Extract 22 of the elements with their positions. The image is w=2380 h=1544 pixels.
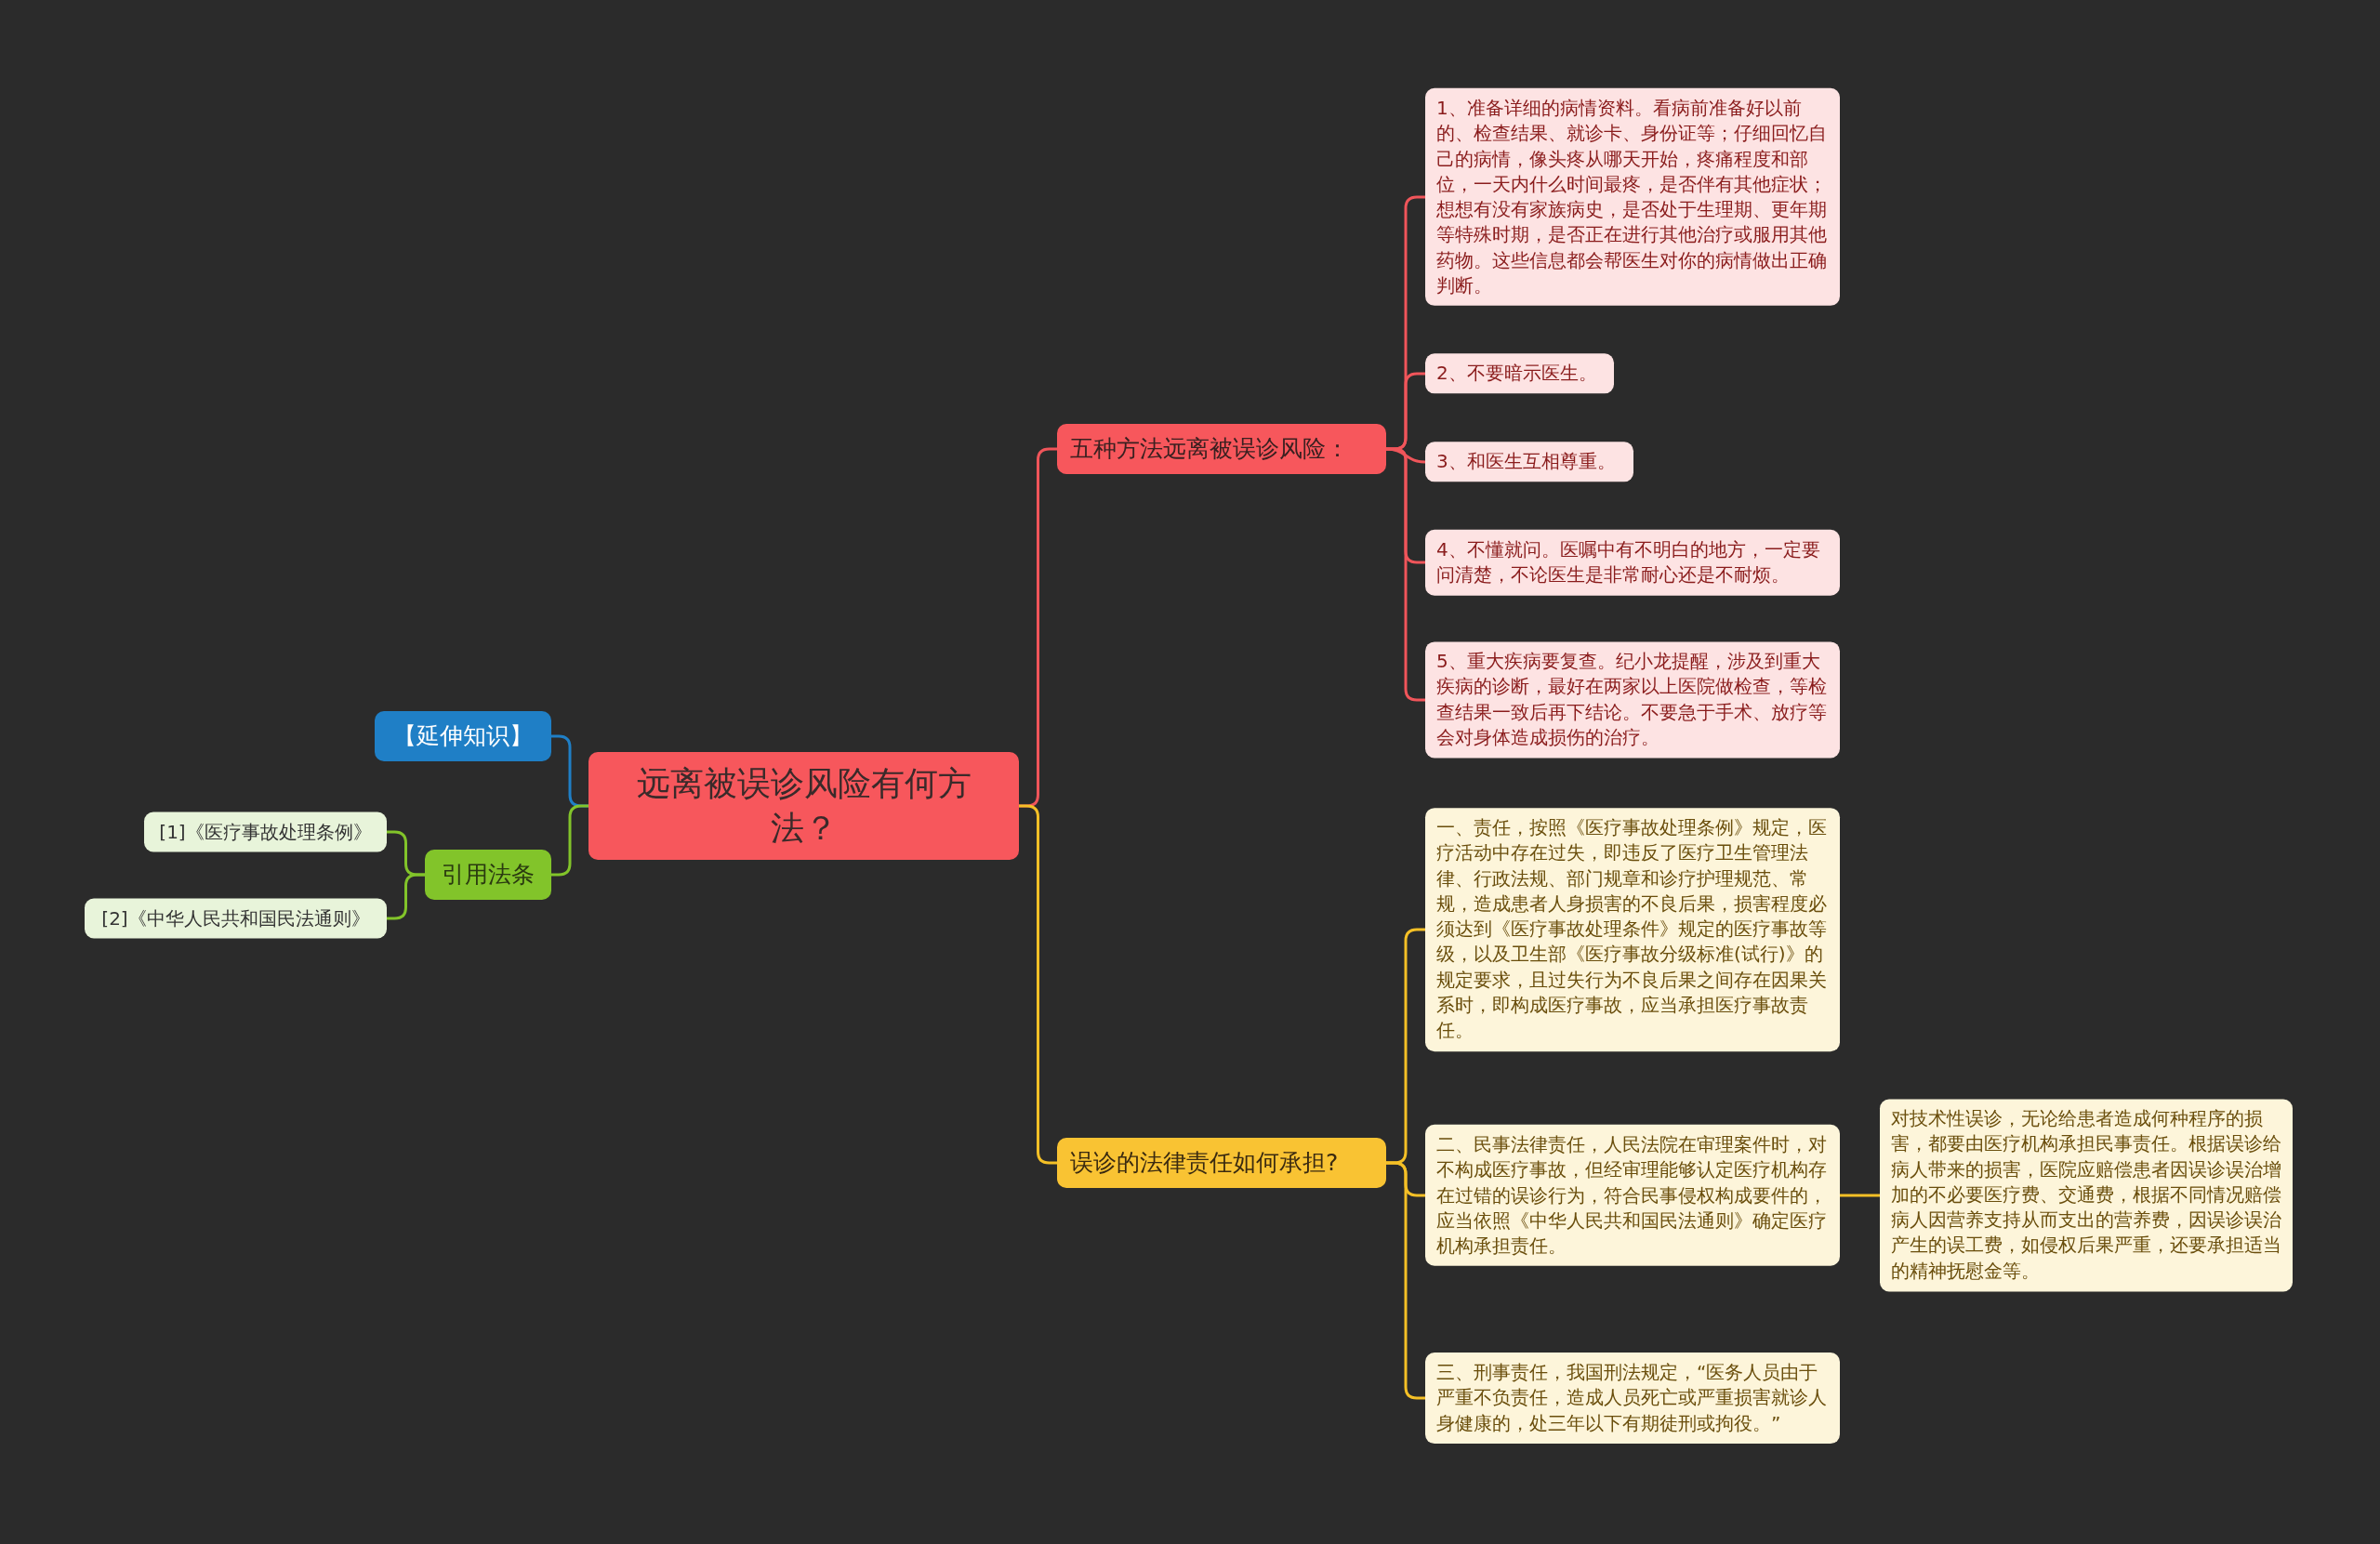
subtopic-box: 三、刑事责任，我国刑法规定，“医务人员由于严重不负责任，造成人员死亡或严重损害就诊人身健康的，处三年以下有期徒刑或拘役。”	[1425, 1353, 1840, 1444]
branch-topic-box: 五种方法远离被误诊风险：	[1057, 424, 1386, 474]
subtopic-box: 一、责任，按照《医疗事故处理条例》规定，医疗活动中存在过失，即违反了医疗卫生管理法律、行政法规、部门规章和诊疗护理规范、常规，造成患者人身损害的不良后果，损害程度必须达到《医疗事故处理条件》规定的医疗事故等级，以及卫生部《医疗事故分级标准(试行)》的规定要求，且过失行为不良后果之间存在因果关系时，即构成医疗事故，应当承担医疗事故责任。	[1425, 808, 1840, 1051]
subtopic-box: 4、不懂就问。医嘱中有不明白的地方，一定要问清楚，不论医生是非常耐心还是不耐烦。	[1425, 529, 1840, 596]
branch-topic-box: 【延伸知识】	[375, 711, 551, 761]
connector-line	[551, 804, 588, 877]
connector-line	[1386, 447, 1425, 702]
connector-line	[1019, 804, 1057, 1165]
subtopic-box: 5、重大疾病要复查。纪小龙提醒，涉及到重大疾病的诊断，最好在两家以上医院做检查，等检查结果一致后再下结论。不要急于手术、放疗等会对身体造成损伤的治疗。	[1425, 641, 1840, 759]
central-topic-box: 远离被误诊风险有何方法？	[588, 752, 1019, 860]
subtopic-box: 对技术性误诊，无论给患者造成何种程序的损害，都要由医疗机构承担民事责任。根据误诊给病人带来的损害，医院应赔偿患者因误诊误治增加的不必要医疗费、交通费，根据不同情况赔偿病人因营养支持从而支出的营养费，因误诊误治产生的误工费，如侵权后果严重，还要承担适当的精神抚慰金等。	[1880, 1099, 2293, 1292]
subtopic-box: [2]《中华人民共和国民法通则》	[85, 898, 387, 939]
subtopic-box: [1]《医疗事故处理条例》	[144, 812, 387, 852]
branch-topic-box: 引用法条	[425, 850, 551, 900]
connector-line	[387, 873, 425, 920]
connector-line	[1840, 1194, 1880, 1197]
subtopic-box: 1、准备详细的病情资料。看病前准备好以前的、检查结果、就诊卡、身份证等；仔细回忆自己的病情，像头疼从哪天开始，疼痛程度和部位，一天内什么时间最疼，是否伴有其他症状；想想有没有家族病史，是否处于生理期、更年期等特殊时期，是否正在进行其他治疗或服用其他药物。这些信息都会帮医生对你的病情做出正确判断。	[1425, 87, 1840, 307]
subtopic-box: 3、和医生互相尊重。	[1425, 442, 1633, 482]
subtopic-box: 2、不要暗示医生。	[1425, 353, 1614, 394]
subtopic-box: 二、民事法律责任，人民法院在审理案件时，对不构成医疗事故，但经审理能够认定医疗机构存在过错的误诊行为，符合民事侵权构成要件的，应当依照《中华人民共和国民法通则》确定医疗机构承担责任。	[1425, 1124, 1840, 1267]
branch-topic-box: 误诊的法律责任如何承担?	[1057, 1138, 1386, 1188]
connector-line	[1386, 1161, 1425, 1400]
